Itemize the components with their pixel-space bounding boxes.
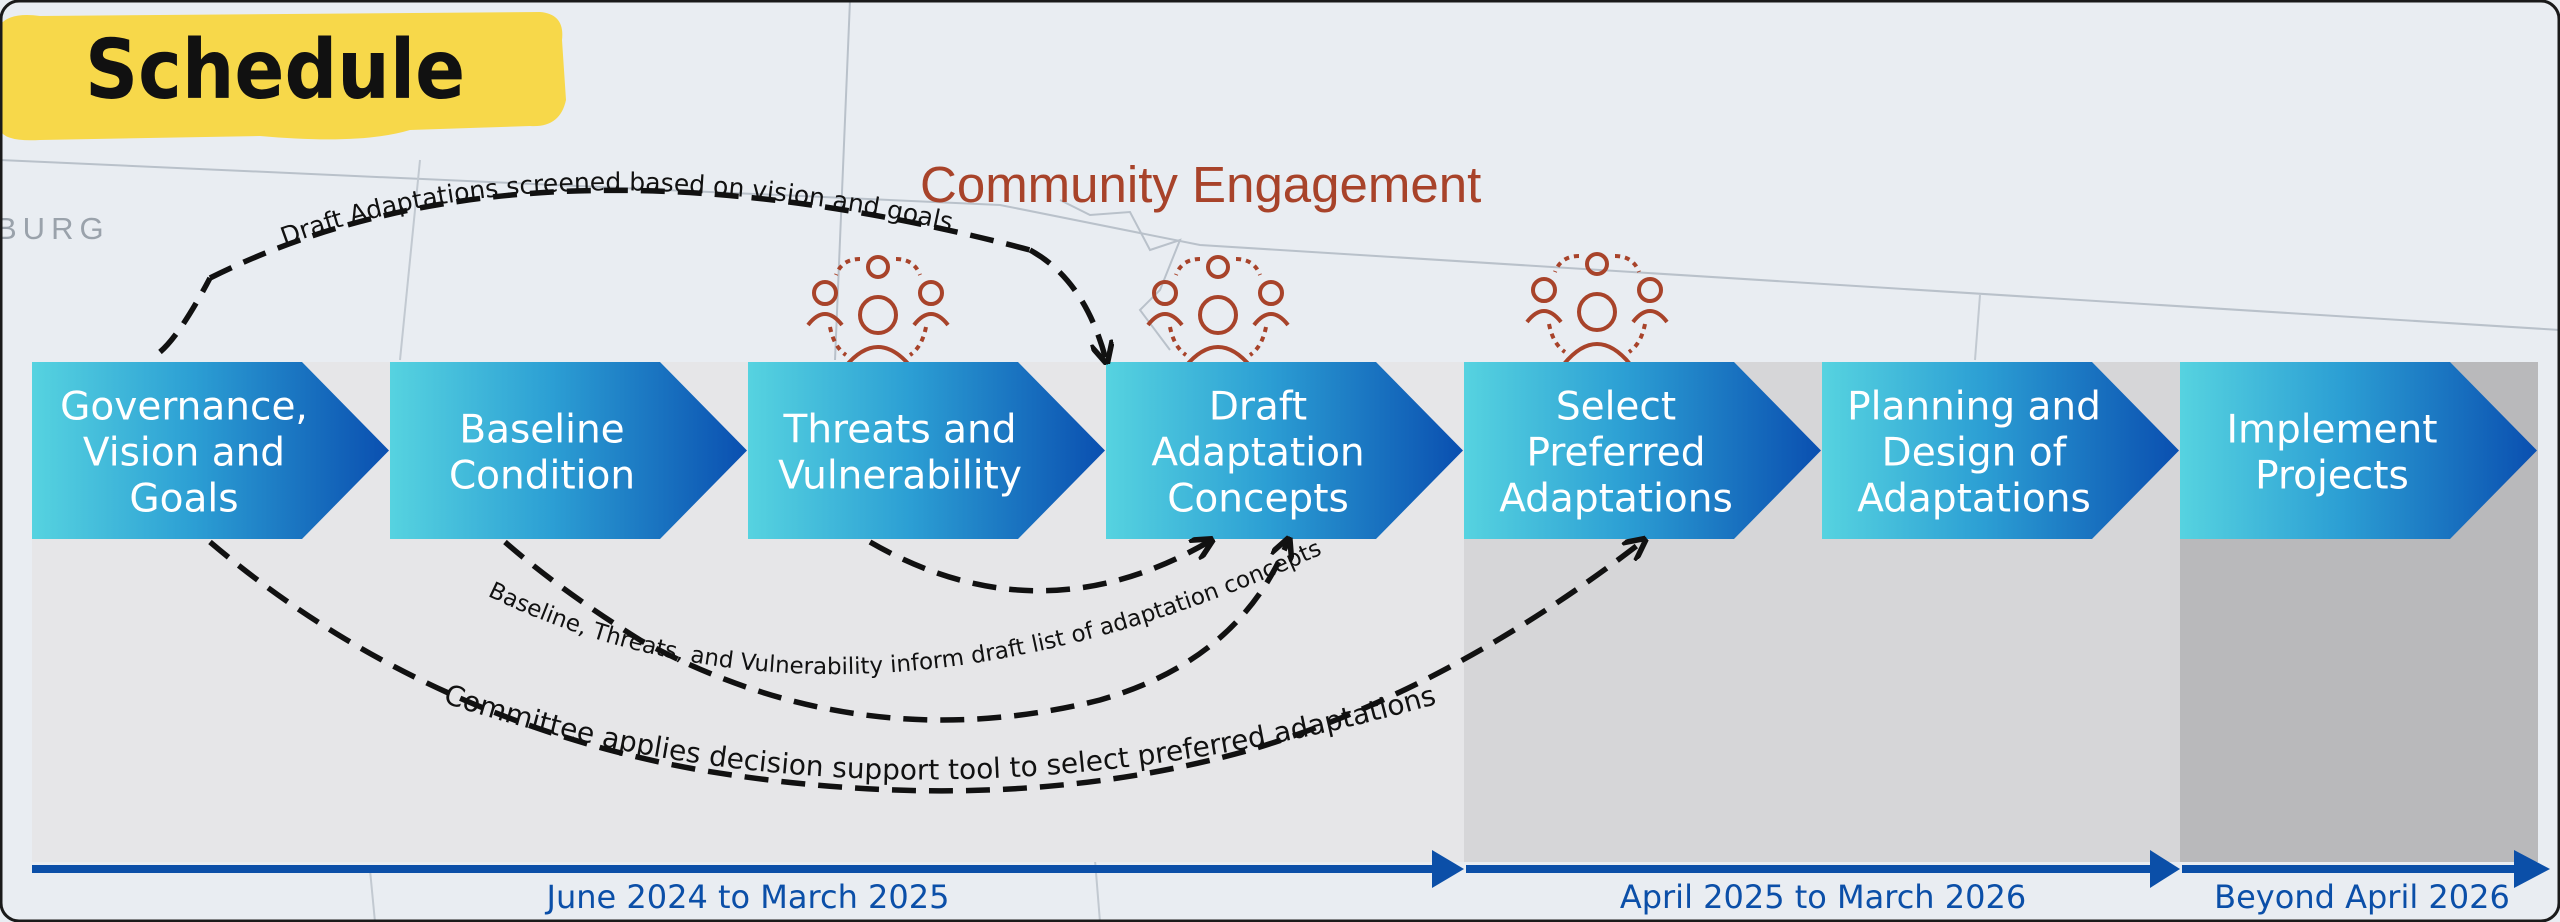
community-engagement-label: Community Engagement <box>920 156 1481 213</box>
threats-to-draft-arrow <box>868 541 1210 594</box>
step-label-line: Adaptations <box>1499 477 1733 522</box>
step-chevron <box>1106 362 1463 539</box>
step-chevron <box>390 362 747 539</box>
step-chevron <box>32 362 389 539</box>
top-flow-arrow-tail <box>158 276 213 355</box>
map-place-label: BURG <box>0 211 110 246</box>
page-title: Schedule <box>85 23 465 118</box>
baseline-to-draft-arrow <box>503 541 1288 723</box>
step-label-line: Design of <box>1882 431 2068 476</box>
step-label-line: Threats and <box>783 408 1017 453</box>
step-chevron <box>748 362 1105 539</box>
timeline-arrowhead-1 <box>1432 850 1464 888</box>
step-label-line: Vulnerability <box>778 454 1022 499</box>
step-label-line: Concepts <box>1167 477 1349 522</box>
step-label-line: Projects <box>2255 454 2409 499</box>
step-label-line: Select <box>1556 385 1676 430</box>
timeline-arrowhead-3 <box>2514 850 2550 888</box>
step-label-line: Planning and <box>1847 385 2101 430</box>
timeline: June 2024 to March 2025 April 2025 to Ma… <box>32 850 2550 916</box>
timeline-label-phase-2: April 2025 to March 2026 <box>1620 878 2026 916</box>
step-label-line: Implement <box>2226 408 2437 453</box>
step-label-line: Draft <box>1209 385 1307 430</box>
top-flow-arrow-head <box>1028 247 1106 360</box>
step-label-line: Adaptations <box>1857 477 2091 522</box>
step-label-line: Preferred <box>1526 431 1705 476</box>
process-steps: Governance,Vision andGoalsBaselineCondit… <box>32 362 2537 539</box>
step-label-line: Vision and <box>83 431 285 476</box>
step-label-line: Adaptation <box>1151 431 1364 476</box>
timeline-label-phase-1: June 2024 to March 2025 <box>545 878 950 916</box>
step-label-line: Goals <box>129 477 238 522</box>
governance-to-select-arrow <box>208 541 1643 794</box>
timeline-arrowhead-2 <box>2150 850 2180 888</box>
step-chevron <box>2180 362 2537 539</box>
flow-arrows <box>158 190 1643 794</box>
title-highlight <box>0 12 566 141</box>
step-label-line: Condition <box>449 454 635 499</box>
step-chevron <box>1822 362 2179 539</box>
step-chevron <box>1464 362 1821 539</box>
step-label-line: Governance, <box>60 385 308 430</box>
step-label-line: Baseline <box>459 408 624 453</box>
timeline-label-phase-3: Beyond April 2026 <box>2214 878 2510 916</box>
